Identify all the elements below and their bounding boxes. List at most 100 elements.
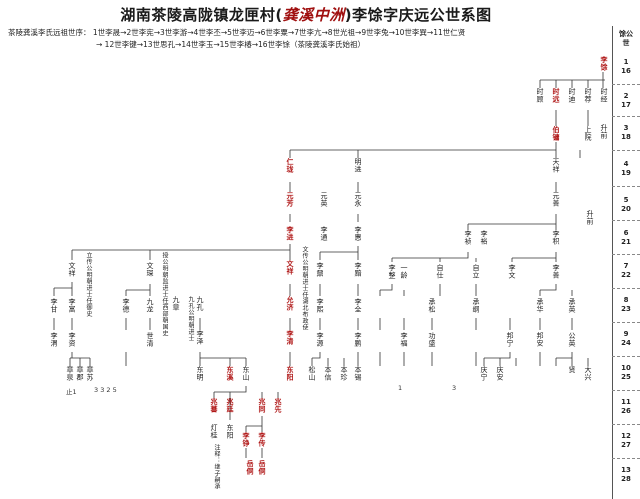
person-node: 本锡 [354, 366, 362, 381]
person-node: 东阳 [226, 424, 234, 439]
person-node: 九龙 [146, 298, 154, 313]
lineage-line-1: 茶陵龚溪李氏远祖世序： 1世李晟→2世李宪→3世李游→4世李丕→5世李迈→6世李… [8, 28, 466, 37]
row-separator [612, 186, 640, 187]
person-node: 邦安 [536, 332, 544, 347]
person-node: 承纲 [472, 298, 480, 313]
person-node: 李祯 [464, 230, 472, 245]
row-separator [612, 84, 640, 85]
annotation-note: 九孔公明朝进士 [187, 296, 194, 342]
person-node: 承英 [568, 298, 576, 313]
person-node: 岳侗 [258, 460, 266, 475]
person-node: 松山 [308, 366, 316, 381]
person-node: 灯桂 [210, 424, 218, 439]
person-node: 李源 [316, 332, 324, 347]
person-node: 元芳 [286, 192, 294, 207]
annotation-note: 注释：继子嗣承 [213, 444, 220, 490]
person-node: 兆同 [258, 398, 266, 413]
person-node: 元善 [552, 192, 560, 207]
footnote: 3 [452, 384, 457, 392]
person-node: 时顾 [536, 88, 544, 103]
generation-column [612, 26, 640, 499]
person-node: 时远 [552, 88, 560, 103]
footnote: 1 [398, 384, 403, 392]
person-node: 李积 [552, 230, 560, 245]
person-node: 李德 [122, 298, 130, 313]
page-title: 湖南茶陵高陇镇龙匣村(龚溪中洲)李馀字庆远公世系图 [120, 6, 492, 24]
person-node: 李渭 [50, 332, 58, 347]
row-separator [612, 424, 640, 425]
person-node: 本珍 [340, 366, 348, 381]
person-node: 东明 [196, 366, 204, 381]
person-node: 岳侗 [246, 460, 254, 475]
person-node: 承松 [428, 298, 436, 313]
person-node: 李甘 [50, 298, 58, 313]
person-node: 本信 [324, 366, 332, 381]
person-node: 文祥 [286, 260, 294, 275]
person-node: 兆蕃 [210, 398, 218, 413]
row-separator [612, 288, 640, 289]
person-node: 九章 [172, 296, 180, 311]
footnote: 3 3 2 5 [94, 386, 117, 394]
row-separator [612, 254, 640, 255]
person-node: 李传 [258, 432, 266, 447]
ancestor-lineage: 茶陵龚溪李氏远祖世序： 1世李晟→2世李宪→3世李游→4世李丕→5世李迈→6世李… [8, 27, 608, 51]
row-separator [612, 356, 640, 357]
person-node: 东阳 [286, 366, 294, 381]
person-node: 李裕 [480, 230, 488, 245]
tree-connector-lines [53, 72, 605, 458]
person-node: 兆廷 [226, 398, 234, 413]
row-separator [612, 322, 640, 323]
person-node: 公英 [568, 332, 576, 347]
person-node: 李惠 [354, 226, 362, 241]
person-node: 大兴 [584, 366, 592, 381]
person-node: 仁珑 [286, 158, 294, 173]
person-node: 邦宁 [506, 332, 514, 347]
person-node: 兆先 [274, 398, 282, 413]
footnote: 止1 [66, 388, 77, 396]
person-node: 李鼐 [316, 262, 324, 277]
person-node: 上院 [584, 126, 592, 141]
person-node: 升前 [586, 210, 594, 225]
row-separator [612, 150, 640, 151]
person-node: 庆宁 [480, 366, 488, 381]
person-node: 伯镛 [552, 126, 560, 141]
person-node: 李富 [68, 298, 76, 313]
person-node: 李通 [320, 226, 328, 241]
person-node: 李文 [508, 264, 516, 279]
person-node: 章泉 [66, 366, 74, 381]
person-node: 天祥 [552, 158, 560, 173]
person-node: 李进 [286, 226, 294, 241]
lineage-line-2: → 12世李键→13世思孔→14世李玉→15世李椿→16世李馀（茶陵龚溪李氏始祖… [96, 40, 366, 49]
person-node: 升前 [600, 124, 608, 139]
person-node: 章郡 [76, 366, 84, 381]
person-node: 东溪 [226, 366, 234, 381]
person-node: 元英 [320, 192, 328, 207]
row-separator [612, 390, 640, 391]
generation-header: 馀公世 [619, 30, 633, 47]
person-node: 自仕 [436, 264, 444, 279]
person-node: 承华 [536, 298, 544, 313]
person-node: 九孔 [196, 296, 204, 311]
person-node: 李铮 [242, 432, 250, 447]
person-node: 李福 [400, 332, 408, 347]
annotation-note: 授公明朝监进士任西部朝国史 [161, 252, 168, 337]
person-node: 庆安 [496, 366, 504, 381]
person-node: 世清 [146, 332, 154, 347]
person-node: 明进 [354, 158, 362, 173]
person-node: 李资 [68, 332, 76, 347]
person-node: 文祥 [68, 262, 76, 277]
person-node: 自立 [472, 264, 480, 279]
person-node: 贤 [568, 366, 576, 374]
